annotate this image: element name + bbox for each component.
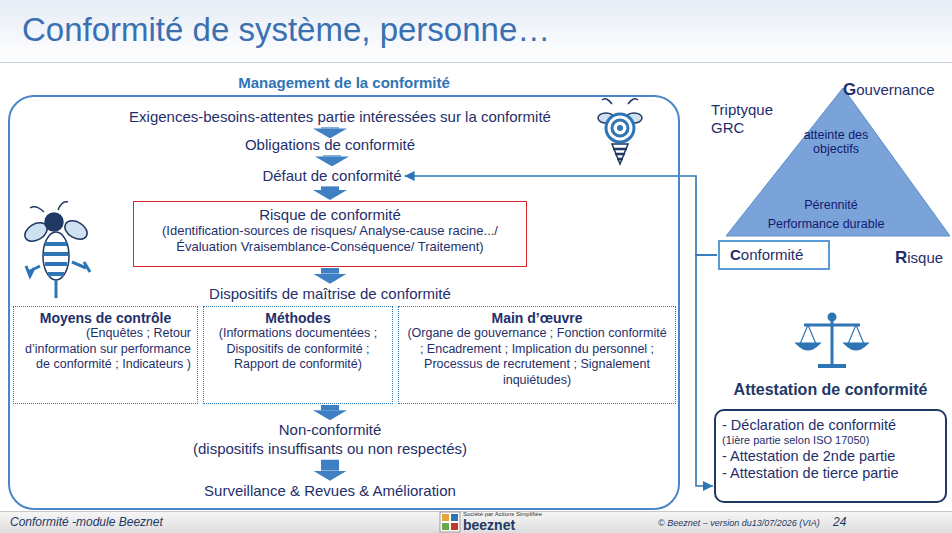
flow-chevron xyxy=(321,268,339,274)
bee-head xyxy=(45,213,63,231)
box-heading: Risque de conformité xyxy=(142,206,518,223)
wrench xyxy=(72,262,90,272)
flow-chevron xyxy=(321,127,339,128)
box-heading: Méthodes xyxy=(210,310,386,326)
version-text: © Beeznet – version du13/07/2026 (VIA) xyxy=(658,518,820,528)
box-body: (Identification-sources de risques/ Anal… xyxy=(142,223,518,256)
flow-step: Défaut de conformité xyxy=(262,167,401,186)
step-text: Défaut de conformité xyxy=(262,167,401,186)
scale-pan xyxy=(798,344,818,349)
control-box: Méthodes(Informations documentées ; Disp… xyxy=(203,306,393,404)
logo-square xyxy=(442,514,449,521)
triangle-text: Performance durable xyxy=(746,217,906,231)
box-heading: Attestation de conformité xyxy=(708,381,952,399)
corner-label: Gouvernance xyxy=(843,80,935,100)
box-body: (Organe de gouvernance ; Fonction confor… xyxy=(405,326,669,389)
wrench xyxy=(26,266,40,276)
page-title: Conformité de système, personne… xyxy=(22,11,550,49)
list-item: - Déclaration de conformité xyxy=(722,417,939,434)
management-frame: Management de la conformitéExigences-bes… xyxy=(8,95,680,510)
bee-stripes xyxy=(44,244,68,274)
scale-icon xyxy=(798,314,866,366)
box-text: Conformité xyxy=(730,242,828,268)
antenna xyxy=(30,202,68,212)
logo-square xyxy=(451,514,458,521)
scale-strings xyxy=(800,325,864,344)
flow-step: Obligations de conformité xyxy=(245,136,415,155)
triad-label: Triptyque GRC xyxy=(711,101,791,137)
frame-heading: Management de la conformité xyxy=(10,74,678,91)
step-text: Obligations de conformité xyxy=(245,136,415,155)
scale-pan xyxy=(846,344,866,349)
target-ring xyxy=(606,114,634,142)
triangle-text: Pérennité xyxy=(781,198,881,212)
bee-body xyxy=(43,232,69,280)
compliance-box: Conformité xyxy=(718,240,830,270)
scale-beam xyxy=(804,324,860,327)
flow-step: Dispositifs de maîtrise de conformité xyxy=(209,285,451,304)
flow-chevron xyxy=(321,405,339,410)
flow-chevron xyxy=(323,155,341,156)
box-body: (Enquêtes ; Retour d’information sur per… xyxy=(20,326,191,373)
triangle-text: atteinte des objectifs xyxy=(801,128,871,157)
target-center xyxy=(617,125,623,131)
control-box: Moyens de contrôle(Enquêtes ; Retour d’i… xyxy=(13,306,198,404)
flow-step: Non-conformité(dispositifs insuffisants … xyxy=(193,421,467,459)
target-ring xyxy=(612,120,628,136)
scale-base xyxy=(818,364,846,368)
list-note: (1ière partie selon ISO 17050) xyxy=(722,434,939,447)
corner-label: Risque xyxy=(895,248,943,268)
page-number: 24 xyxy=(833,515,846,529)
flow-step: Exigences-besoins-attentes partie intére… xyxy=(129,108,551,127)
list-item: - Attestation de 2nde partie xyxy=(722,448,939,465)
logo-text: beeznet xyxy=(463,517,515,533)
footer-text: Conformité -module Beeznet xyxy=(10,515,163,529)
logo-mark xyxy=(440,512,460,532)
bee-sting xyxy=(55,280,58,298)
logo-square xyxy=(442,523,449,530)
flow-chevron xyxy=(321,186,339,190)
step-text: Non-conformité xyxy=(193,421,467,440)
bee-wrench-icon xyxy=(22,202,91,298)
scale-knob xyxy=(829,314,835,320)
step-text: Surveillance & Revues & Amélioration xyxy=(204,482,456,501)
box-heading: Main d’œuvre xyxy=(405,310,669,326)
logo-tagline: Société par Actions Simplifiée xyxy=(463,511,542,517)
bee-body xyxy=(612,144,628,164)
logo-frame xyxy=(440,512,460,532)
step-note: (dispositifs insuffisants ou non respect… xyxy=(193,440,467,459)
bee-target-icon xyxy=(598,99,642,164)
list-item: - Attestation de tierce partie xyxy=(722,465,939,482)
box-heading: Moyens de contrôle xyxy=(20,310,191,326)
step-text: Dispositifs de maîtrise de conformité xyxy=(209,285,451,304)
box-body: (Informations documentées ; Dispositifs … xyxy=(210,326,386,373)
risk-box: Risque de conformité(Identification-sour… xyxy=(133,201,527,267)
antenna xyxy=(602,99,638,104)
bee-stripes xyxy=(613,149,627,159)
step-text: Exigences-besoins-attentes partie intére… xyxy=(129,108,551,127)
logo-square xyxy=(451,523,458,530)
attestation-box: Attestation de conformité- Déclaration d… xyxy=(714,409,947,503)
flow-step: Surveillance & Revues & Amélioration xyxy=(204,482,456,501)
flow-chevron xyxy=(321,460,339,471)
control-box: Main d’œuvre(Organe de gouvernance ; Fon… xyxy=(398,306,676,404)
